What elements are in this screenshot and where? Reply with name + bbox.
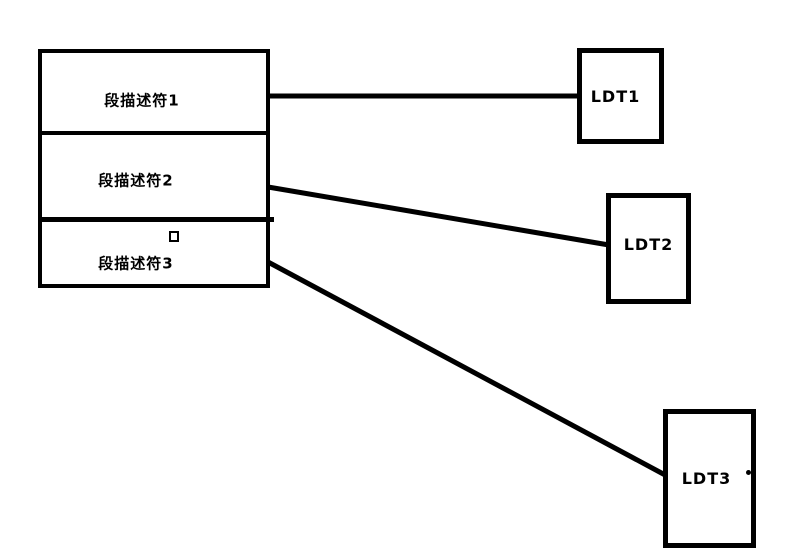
row-divider-1: [38, 131, 270, 135]
connector-to-ldt2: [267, 184, 610, 248]
segment-descriptor-2-label: 段描述符2: [98, 171, 174, 190]
ldt1-box: LDT1: [577, 48, 664, 144]
ldt3-label: LDT3: [681, 469, 732, 488]
row-divider-2: [38, 217, 274, 222]
segment-descriptor-3-label: 段描述符3: [98, 254, 174, 273]
ldt2-box: LDT2: [606, 193, 691, 304]
stray-dot: [746, 470, 751, 475]
missing-glyph-square-icon: [169, 231, 179, 242]
ldt1-label: LDT1: [590, 86, 641, 106]
segment-descriptor-table: [38, 49, 270, 288]
ldt2-label: LDT2: [623, 235, 674, 254]
ldt3-box: LDT3: [663, 409, 756, 548]
segment-descriptor-1-label: 段描述符1: [104, 91, 180, 110]
